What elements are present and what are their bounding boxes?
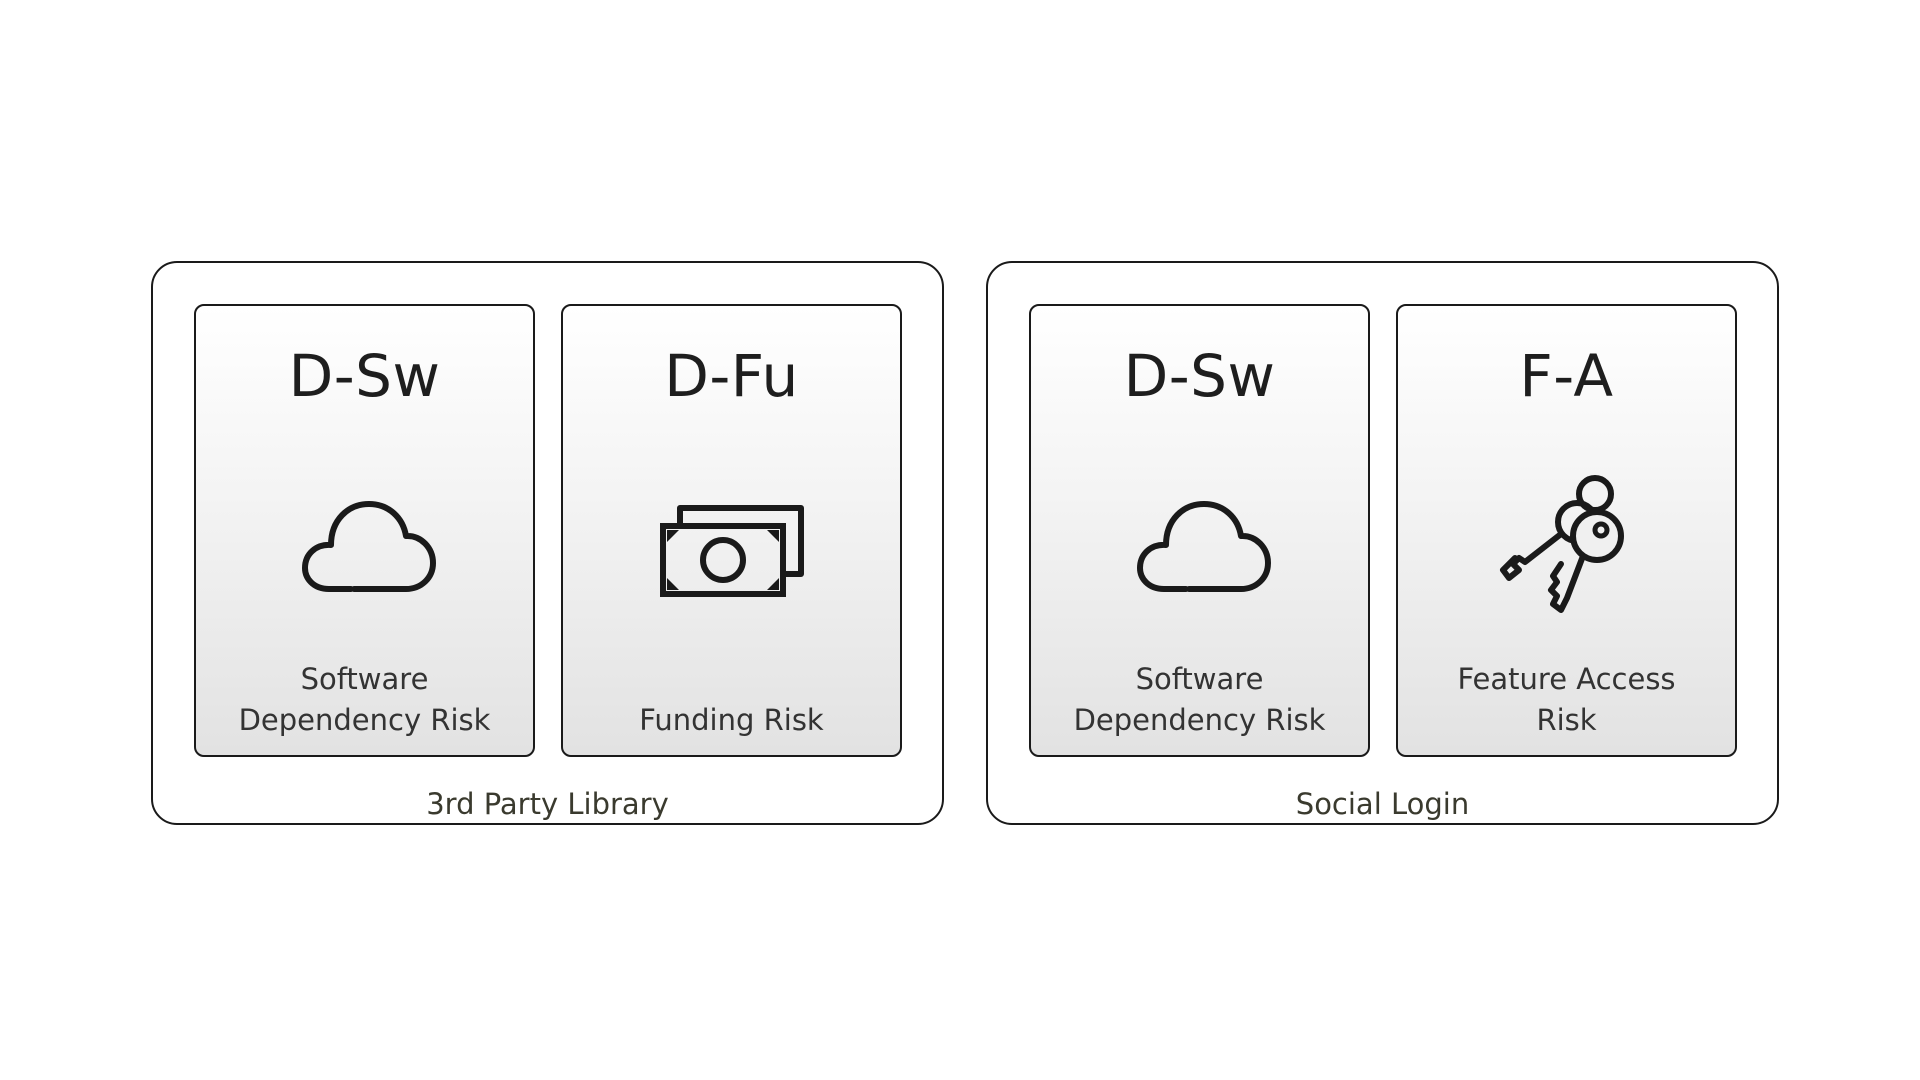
risk-label-line: Risk bbox=[1536, 703, 1597, 737]
risk-code: F-A bbox=[1519, 342, 1614, 410]
risk-label: Software Dependency Risk bbox=[196, 651, 533, 741]
group-label: Social Login bbox=[1295, 787, 1470, 821]
cloud-icon bbox=[293, 474, 437, 618]
risk-card-software-dependency: D-Sw Software Dependency Risk bbox=[1029, 304, 1370, 757]
risk-label: Software Dependency Risk bbox=[1031, 651, 1368, 741]
risk-label-line: Feature Access bbox=[1457, 662, 1676, 696]
group-social-login: D-Sw Software Dependency Risk F-A bbox=[986, 261, 1779, 825]
risk-label: Feature Access Risk bbox=[1398, 651, 1735, 741]
risk-label-line: Software bbox=[1135, 662, 1264, 696]
money-icon bbox=[659, 474, 804, 618]
keys-icon bbox=[1495, 474, 1639, 618]
risk-code: D-Sw bbox=[288, 342, 441, 410]
risk-label-line: Funding Risk bbox=[639, 703, 824, 737]
risk-card-funding: D-Fu Funding Risk bbox=[561, 304, 902, 757]
risk-label-line: Software bbox=[300, 662, 429, 696]
group-label: 3rd Party Library bbox=[426, 787, 669, 821]
risk-code: D-Fu bbox=[664, 342, 799, 410]
risk-label-line: Dependency Risk bbox=[1073, 703, 1326, 737]
cloud-icon bbox=[1128, 474, 1272, 618]
risk-card-feature-access: F-A Feature Access Risk bbox=[1396, 304, 1737, 757]
risk-label: Funding Risk bbox=[563, 651, 900, 741]
group-3rd-party-library: D-Sw Software Dependency Risk D-Fu F bbox=[151, 261, 944, 825]
risk-code: D-Sw bbox=[1123, 342, 1276, 410]
risk-label-line: Dependency Risk bbox=[238, 703, 491, 737]
risk-card-software-dependency: D-Sw Software Dependency Risk bbox=[194, 304, 535, 757]
